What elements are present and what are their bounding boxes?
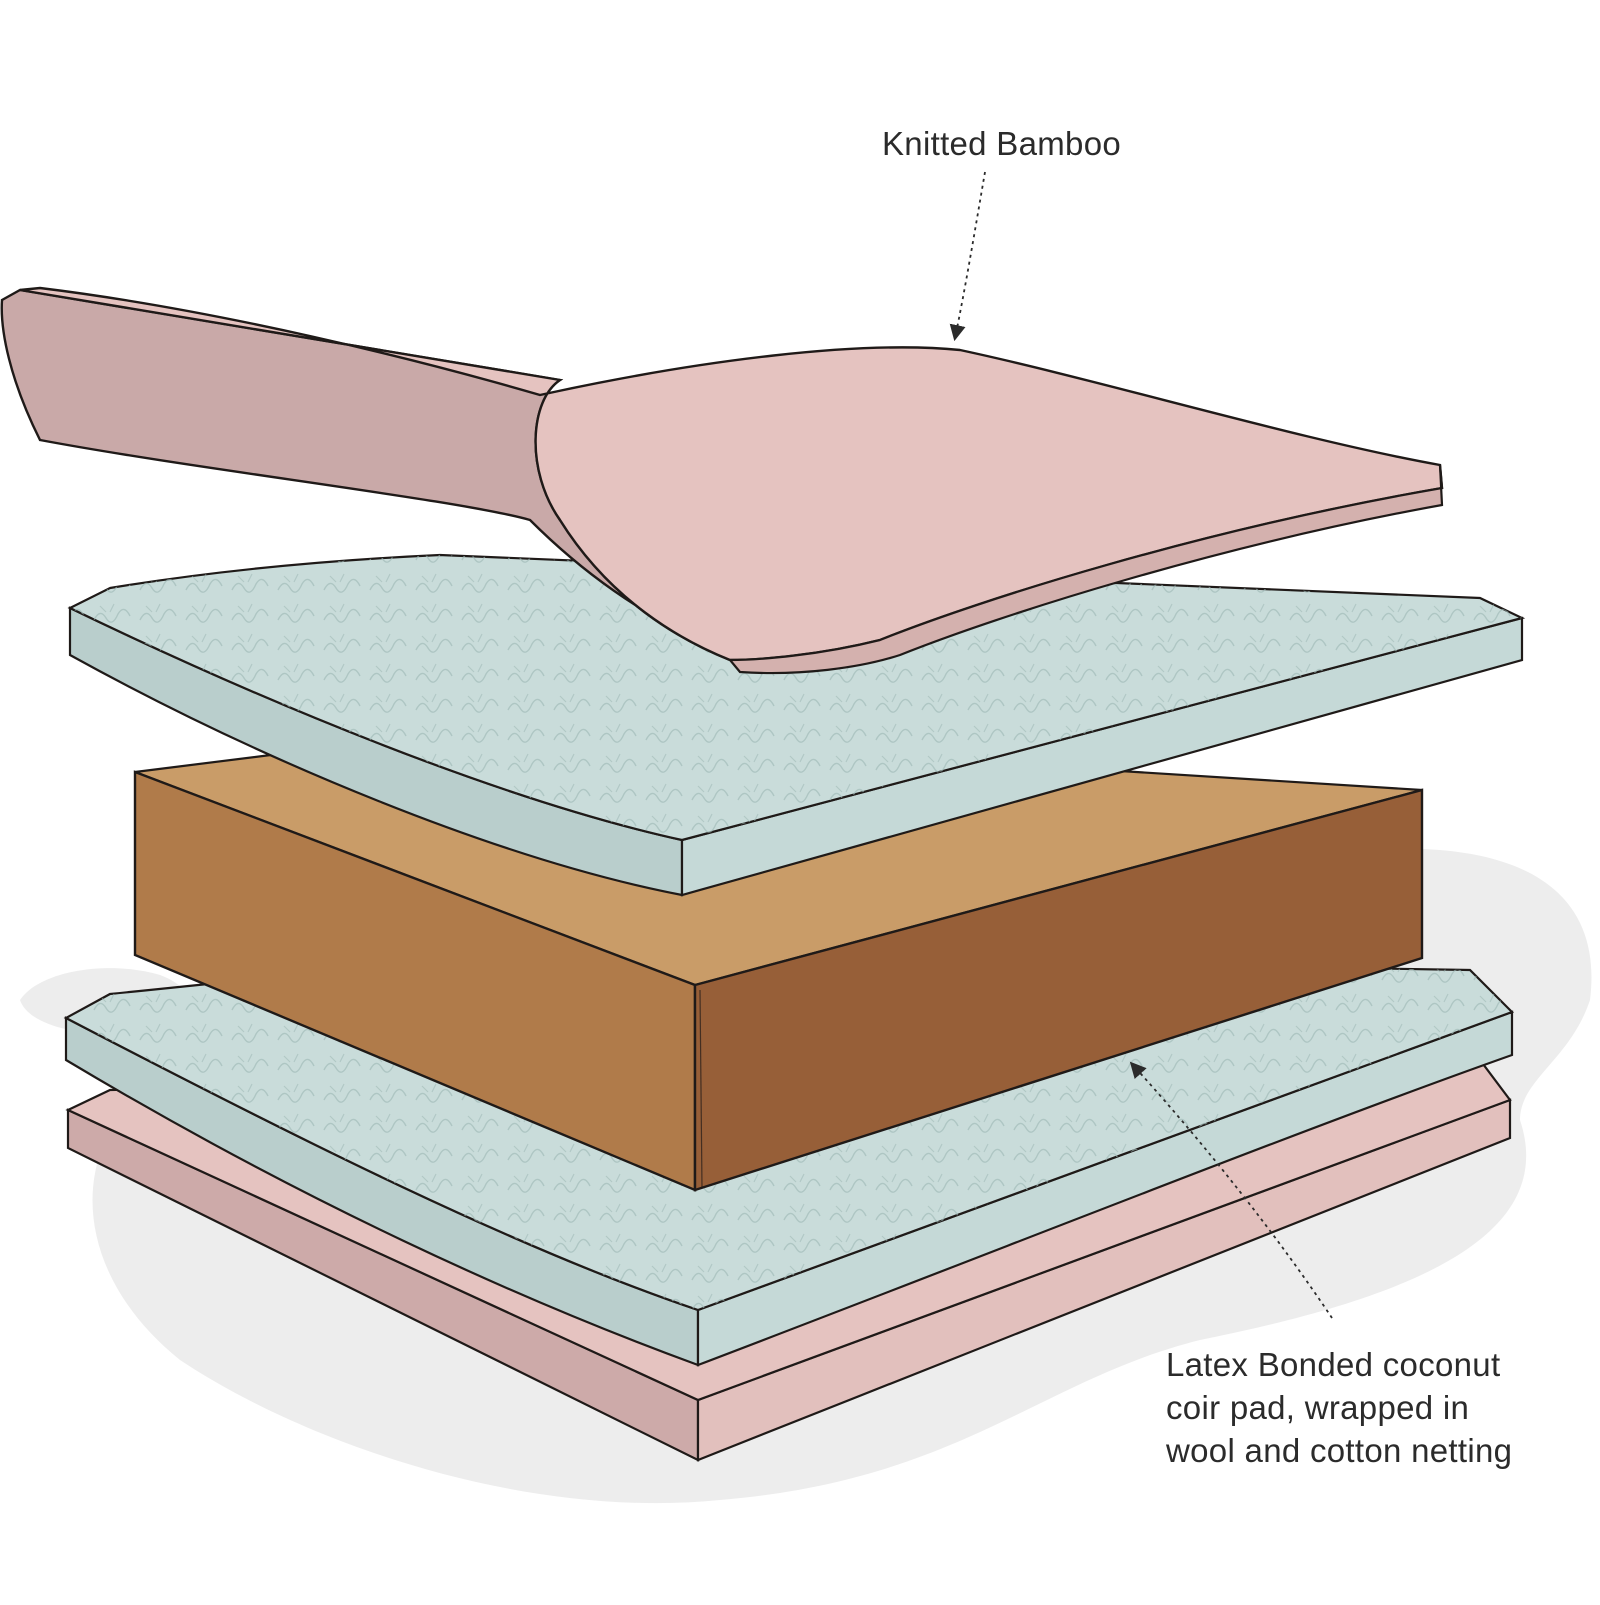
upper-wool-layer: [67, 553, 1526, 897]
coir-block-corner-edge: [699, 989, 703, 1189]
leader-arrow-icon: [1129, 1061, 1333, 1319]
callout-coir-pad-line-1: Latex Bonded coconut: [1166, 1346, 1501, 1383]
upper-wool-weave-texture: [70, 555, 1522, 840]
callout-knitted-bamboo: Knitted Bamboo: [882, 125, 1122, 162]
top-bamboo-right-edge: [727, 464, 1444, 675]
callout-coir-pad: Latex Bonded coconut coir pad, wrapped i…: [1166, 1343, 1512, 1472]
callout-coir-pad-line-2: coir pad, wrapped in: [1166, 1389, 1470, 1426]
top-bamboo-layer: [0, 286, 1444, 675]
callout-coir-pad-line-3: wool and cotton netting: [1166, 1432, 1513, 1469]
leader-arrow-icon: [949, 171, 986, 342]
coir-block-right-face: [693, 788, 1424, 1192]
